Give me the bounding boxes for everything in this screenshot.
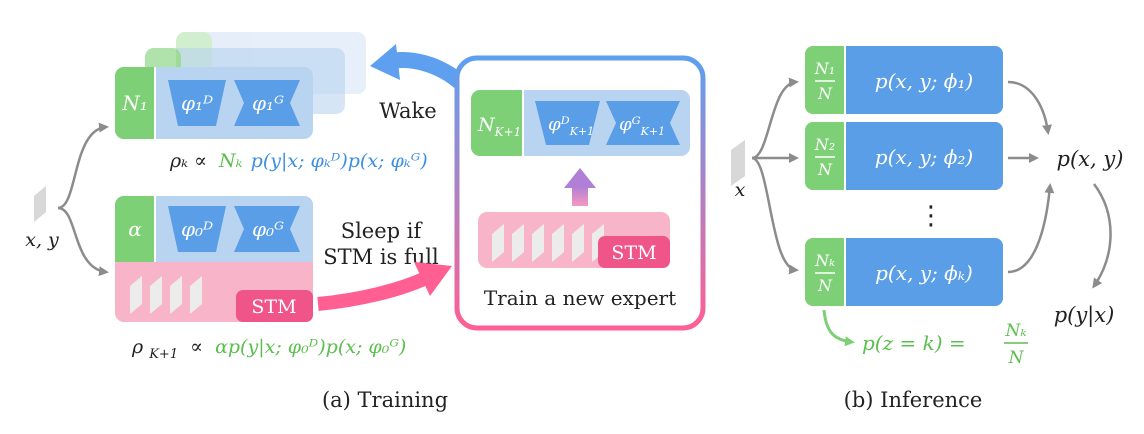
- expert-1-count: N₁: [121, 91, 148, 115]
- sleep-label-line-1: Sleep if: [341, 219, 424, 243]
- arrow-expert-k-to-joint: [1007, 183, 1055, 274]
- train-arrow-head: [564, 168, 596, 188]
- new-expert-discriminative-label: φᴰK+1: [548, 114, 594, 138]
- sleep-stm-block: STM: [478, 212, 670, 268]
- training-input-sample: [34, 186, 46, 222]
- dummy-discriminative-shape: [168, 206, 226, 252]
- sleep-arrow-head: [414, 262, 452, 296]
- inference-expert-1: N₁ N p(x, y; ϕ₁): [805, 46, 1003, 114]
- sleep-stm-label: STM: [611, 242, 656, 264]
- inference-expert-1-label: p(x, y; ϕ₁): [875, 69, 973, 93]
- dummy-generative-label: φ₀ᴳ: [252, 217, 284, 241]
- training-caption: (a) Training: [322, 388, 448, 412]
- inference-expert-k: Nₖ N p(x, y; ϕₖ): [805, 238, 1003, 306]
- svg-text:N: N: [817, 276, 833, 295]
- training-input-label: x, y: [25, 229, 59, 251]
- arrow-x-to-expert-k: [751, 156, 799, 275]
- expert-1-block: N₁ φ₁ᴰ φ₁ᴳ: [115, 67, 313, 139]
- inference-expert-2: N₂ N p(x, y; ϕ₂): [805, 122, 1003, 190]
- expert-1-generative-shape: [234, 80, 300, 126]
- arrow-input-to-stm: [57, 206, 109, 277]
- new-expert-discriminative-shape: [535, 101, 600, 145]
- svg-text:N: N: [817, 160, 833, 179]
- svg-text:N₂: N₂: [814, 135, 835, 154]
- rho-k-equation: ρₖ ∝ Nₖ p(y|x; φₖᴰ)p(x; φₖᴳ): [169, 150, 428, 172]
- dummy-generative-shape: [234, 206, 300, 252]
- expert-ellipsis: ⋮: [918, 201, 944, 231]
- prior-equation-denominator: N: [1008, 348, 1025, 368]
- svg-text:Nₖ: Nₖ: [814, 251, 835, 270]
- inference-input-label: x: [735, 179, 746, 201]
- arrow-expert-k-to-prior: [822, 309, 855, 347]
- expert-1-discriminative-shape: [168, 80, 226, 126]
- dummy-count: α: [128, 217, 142, 241]
- dummy-discriminative-label: φ₀ᴰ: [181, 217, 213, 241]
- inference-expert-k-label: p(x, y; ϕₖ): [875, 261, 973, 285]
- prior-equation-numerator: Nₖ: [1004, 321, 1026, 341]
- inference-input-sample: [731, 140, 745, 186]
- stm-badge: [236, 290, 313, 322]
- new-expert-count: NK+1: [477, 114, 521, 139]
- arrow-joint-to-conditional: [1092, 183, 1112, 289]
- wake-arrow-head: [370, 44, 400, 80]
- arrow-expert-1-to-joint: [1007, 80, 1052, 135]
- stm-badge-label: STM: [251, 296, 296, 318]
- stm-samples: [130, 276, 202, 314]
- expert-1-discriminative-label: φ₁ᴰ: [181, 91, 213, 115]
- train-arrow-body: [572, 186, 588, 206]
- new-expert-block: NK+1 φᴰK+1 φᴳK+1: [471, 90, 690, 156]
- conditional-probability-label: p(y|x): [1054, 303, 1115, 328]
- prior-equation-left: p(z = k) =: [862, 331, 966, 355]
- joint-probability-label: p(x, y): [1057, 147, 1124, 171]
- sleep-arrow-body: [317, 271, 429, 311]
- inference-expert-2-label: p(x, y; ϕ₂): [875, 145, 973, 169]
- arrow-input-to-expert: [57, 122, 109, 210]
- arrow-x-to-expert-1: [751, 77, 799, 160]
- inference-panel: x N₁ N p(x, y; ϕ₁) N₂ N p(x, y; ϕ₂): [731, 46, 1123, 412]
- svg-text:N₁: N₁: [814, 59, 835, 78]
- svg-text:N: N: [817, 84, 833, 103]
- wake-label: Wake: [379, 99, 436, 123]
- new-expert-generative-label: φᴳK+1: [619, 114, 665, 138]
- expert-1-generative-label: φ₁ᴳ: [252, 91, 284, 115]
- train-new-expert-label: Train a new expert: [484, 286, 676, 310]
- training-panel: N₁ φ₁ᴰ φ₁ᴳ ρₖ ∝ Nₖ p(y|x; φₖᴰ)p(x; φₖᴳ) …: [25, 32, 706, 412]
- inference-caption: (b) Inference: [844, 388, 983, 412]
- rho-k-plus-1-equation: ρ K+1 ∝ αp(y|x; φ₀ᴰ)p(x; φ₀ᴳ): [131, 336, 406, 363]
- new-expert-generative-shape: [606, 101, 680, 145]
